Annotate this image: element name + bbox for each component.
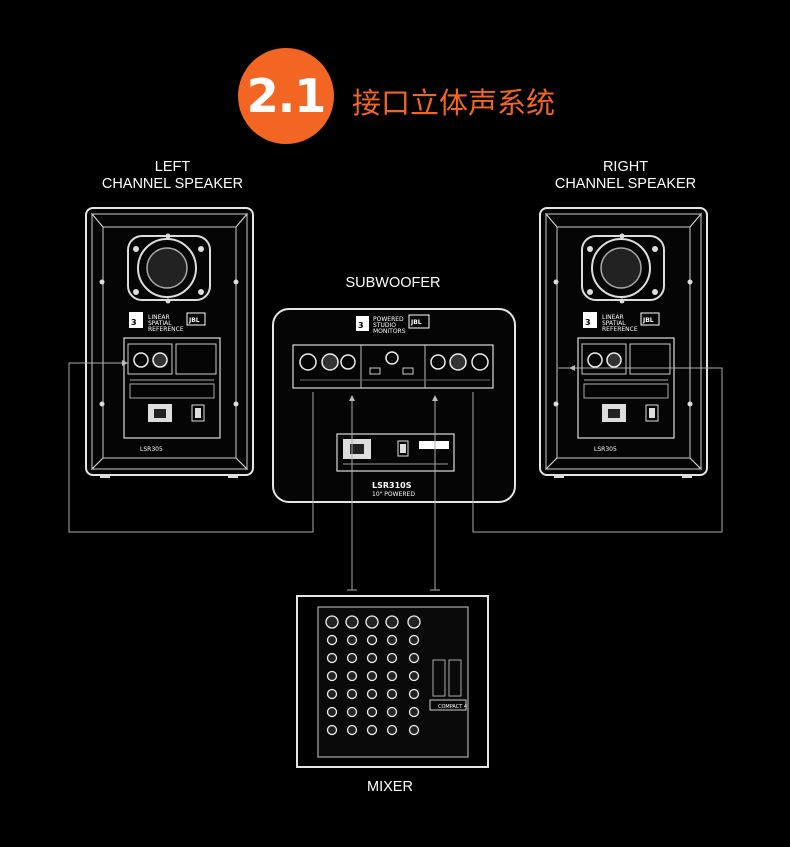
mixer-knob bbox=[386, 688, 398, 700]
mixer-knob bbox=[408, 706, 420, 718]
mixer-knob bbox=[326, 706, 338, 718]
mixer-knob bbox=[346, 724, 358, 736]
mixer-knob bbox=[408, 670, 420, 682]
svg-text:LINEAR: LINEAR bbox=[148, 314, 170, 321]
mixer-knob bbox=[366, 652, 378, 664]
mixer-knob bbox=[326, 670, 338, 682]
section-number: 2.1 bbox=[246, 69, 326, 123]
subwoofer: 3 POWERED STUDIO MONITORS JBL bbox=[272, 308, 516, 503]
mixer-knob bbox=[408, 688, 420, 700]
left-speaker-logo: 3 LINEAR SPATIAL REFERENCE JBL bbox=[129, 312, 206, 333]
mixer-knob bbox=[326, 724, 338, 736]
right-speaker: 3 LINEAR SPATIAL REFERENCE JBL LSR305 bbox=[539, 207, 708, 478]
mixer-knob bbox=[366, 634, 378, 646]
mixer-knob bbox=[346, 670, 358, 682]
subwoofer-logo: 3 POWERED STUDIO MONITORS JBL bbox=[356, 314, 430, 335]
left-speaker-io-panel bbox=[123, 337, 221, 439]
mixer-knob bbox=[345, 615, 359, 629]
mixer-knob bbox=[408, 652, 420, 664]
connection-cables bbox=[68, 360, 723, 591]
mixer-knob bbox=[408, 724, 420, 736]
left-speaker: 3 LINEAR SPATIAL REFERENCE JBL LSR305 bbox=[85, 207, 254, 478]
left-speaker-model: LSR305 bbox=[140, 446, 163, 453]
mixer-knob bbox=[366, 706, 378, 718]
right-speaker-io-panel bbox=[577, 337, 675, 439]
mixer-knob bbox=[385, 615, 399, 629]
mixer-knob bbox=[346, 706, 358, 718]
mixer-knob bbox=[365, 615, 379, 629]
svg-text:LINEAR: LINEAR bbox=[602, 314, 624, 321]
mixer-knob bbox=[386, 670, 398, 682]
svg-text:SPATIAL: SPATIAL bbox=[602, 320, 626, 327]
mixer-knob bbox=[346, 652, 358, 664]
svg-text:REFERENCE: REFERENCE bbox=[148, 326, 184, 333]
mixer-knob bbox=[386, 724, 398, 736]
svg-text:JBL: JBL bbox=[410, 319, 422, 326]
svg-text:JBL: JBL bbox=[188, 317, 200, 324]
right-speaker-logo: 3 LINEAR SPATIAL REFERENCE JBL bbox=[583, 312, 660, 333]
svg-text:3: 3 bbox=[131, 318, 137, 327]
mixer: COMPACT 4 bbox=[296, 595, 489, 768]
right-speaker-model: LSR305 bbox=[594, 446, 617, 453]
subwoofer-subtitle: 10" POWERED bbox=[372, 491, 415, 498]
mixer-knob-grid bbox=[325, 615, 421, 736]
subwoofer-io-panel bbox=[292, 344, 494, 389]
mixer-knob bbox=[346, 634, 358, 646]
right-speaker-label: RIGHT CHANNEL SPEAKER bbox=[554, 159, 697, 192]
mixer-knob bbox=[325, 615, 339, 629]
svg-text:SPATIAL: SPATIAL bbox=[148, 320, 172, 327]
mixer-knob bbox=[346, 688, 358, 700]
mixer-knob bbox=[366, 688, 378, 700]
mixer-knob bbox=[326, 688, 338, 700]
right-speaker-port bbox=[581, 233, 665, 304]
section-number-badge: 2.1 bbox=[238, 48, 334, 144]
mixer-knob bbox=[366, 724, 378, 736]
svg-text:JBL: JBL bbox=[642, 317, 654, 324]
mixer-knob bbox=[366, 670, 378, 682]
mixer-label: MIXER bbox=[367, 779, 413, 795]
mixer-model: COMPACT 4 bbox=[438, 704, 467, 710]
svg-text:REFERENCE: REFERENCE bbox=[602, 326, 638, 333]
mixer-knob bbox=[408, 634, 420, 646]
svg-text:STUDIO: STUDIO bbox=[373, 322, 396, 329]
left-speaker-label: LEFT CHANNEL SPEAKER bbox=[101, 159, 244, 192]
svg-text:MONITORS: MONITORS bbox=[373, 328, 406, 335]
mixer-knob bbox=[386, 634, 398, 646]
mixer-knob bbox=[386, 706, 398, 718]
section-title: 接口立体声系统 bbox=[352, 86, 556, 120]
subwoofer-model: LSR310S bbox=[372, 481, 412, 490]
svg-text:3: 3 bbox=[358, 321, 364, 330]
mixer-knob bbox=[407, 615, 421, 629]
left-speaker-port bbox=[127, 233, 211, 304]
mixer-knob bbox=[326, 634, 338, 646]
mixer-knob bbox=[386, 652, 398, 664]
svg-text:POWERED: POWERED bbox=[373, 316, 404, 323]
mixer-knob bbox=[326, 652, 338, 664]
svg-text:3: 3 bbox=[585, 318, 591, 327]
subwoofer-power-panel bbox=[336, 433, 455, 472]
subwoofer-label: SUBWOOFER bbox=[345, 275, 441, 291]
